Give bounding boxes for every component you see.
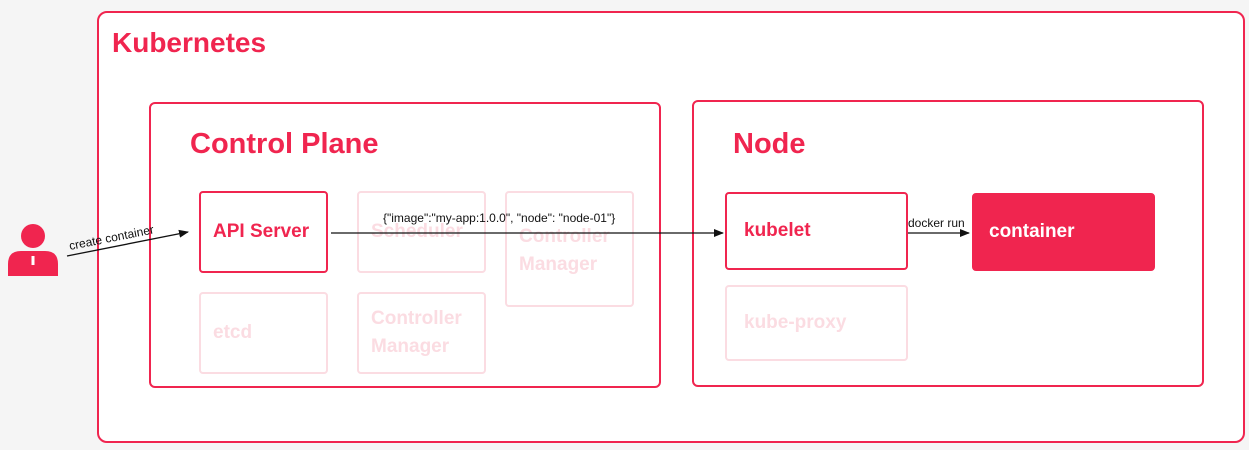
user-icon: [8, 224, 58, 276]
api-server-box: API Server: [199, 191, 328, 273]
controller-manager-2-label: Controller Manager: [371, 308, 462, 357]
scheduler-box: Scheduler: [357, 191, 486, 273]
scheduler-label: Scheduler: [371, 221, 463, 243]
etcd-label: etcd: [213, 322, 253, 344]
docker-run-label: docker run: [908, 216, 965, 230]
etcd-box: etcd: [199, 292, 328, 374]
controller-manager-label: Controller Manager: [519, 226, 610, 275]
payload-label: {"image":"my-app:1.0.0", "node": "node-0…: [383, 211, 616, 225]
node-title: Node: [733, 128, 806, 160]
control-plane-title: Control Plane: [190, 128, 379, 160]
controller-manager-2-box: Controller Manager: [357, 292, 486, 374]
container-box: container: [972, 193, 1155, 271]
kube-proxy-box: kube-proxy: [725, 285, 908, 361]
api-server-label: API Server: [213, 221, 310, 243]
create-container-label: create container: [68, 222, 155, 252]
create-container-arrow: [66, 229, 189, 257]
controller-manager-box: Controller Manager: [505, 191, 634, 307]
kube-proxy-label: kube-proxy: [744, 312, 847, 334]
kubelet-label: kubelet: [744, 220, 811, 242]
kubernetes-title: Kubernetes: [112, 27, 267, 58]
kubelet-box: kubelet: [725, 192, 908, 270]
container-label: container: [989, 221, 1075, 243]
